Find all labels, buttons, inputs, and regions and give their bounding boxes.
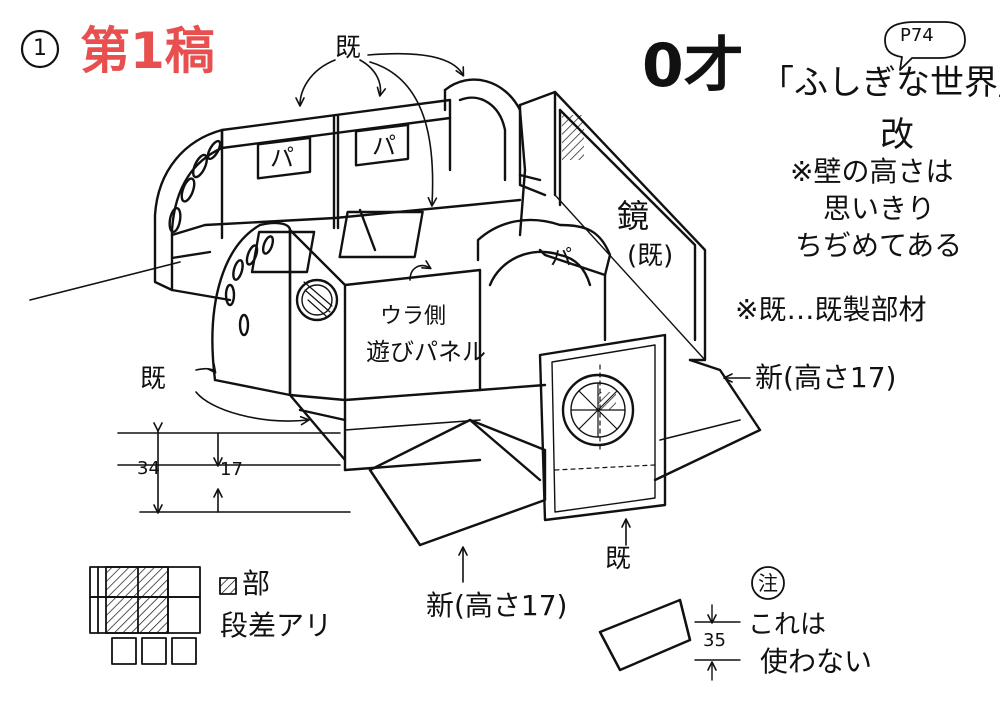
left-round-wall — [153, 128, 224, 292]
ramp — [368, 418, 547, 547]
dimension-35: 35 — [703, 630, 726, 651]
label-papa-arch: パ — [550, 246, 573, 271]
page-ref: P74 — [900, 25, 934, 46]
label-new-right: 新(高さ17) — [755, 361, 897, 394]
legend-hatched-label: 部 — [242, 567, 271, 600]
age-label: 0才 — [642, 31, 744, 101]
label-existing-bottom: 既 — [605, 544, 632, 574]
legend-grid — [89, 566, 237, 665]
new-floor-right — [653, 358, 762, 482]
floor-pad-1 — [250, 230, 316, 274]
note-line1: これは — [748, 610, 827, 640]
mirror-hatch — [562, 115, 584, 160]
legend-hatch-swatch — [219, 577, 237, 595]
circled-number: 1 — [33, 36, 47, 61]
wall-note-line1: ※壁の高さは — [790, 155, 954, 188]
existing-legend-note: ※既…既製部材 — [735, 293, 927, 326]
legend-step-label: 段差アリ — [220, 609, 333, 642]
door-window — [561, 373, 635, 447]
papa-panel-right — [354, 123, 410, 167]
note-badge-circle — [751, 566, 785, 600]
label-mirror: 鏡 — [617, 197, 650, 235]
front-round-wall — [211, 221, 292, 397]
floor-pad-2 — [338, 210, 424, 259]
central-base — [288, 383, 547, 472]
dimension-lines — [153, 422, 223, 514]
label-arrows — [195, 52, 751, 583]
porthole — [295, 278, 339, 322]
wall-note-line3: ちぢめてある — [795, 229, 963, 262]
right-mirror-wall — [518, 90, 707, 362]
revised-label: 改 — [880, 115, 914, 155]
papa-panel-left — [256, 136, 312, 180]
dimension-17: 17 — [220, 459, 243, 480]
label-new-bottom: 新(高さ17) — [426, 589, 568, 622]
note-line2: 使わない — [760, 645, 873, 678]
draft-title: 第1稿 — [80, 22, 215, 80]
door-panel — [538, 333, 667, 522]
label-back-panel-1: ウラ側 — [380, 304, 447, 329]
book-title: 「ふしぎな世界」 — [760, 63, 1000, 103]
label-existing-top: 既 — [335, 33, 362, 63]
wedge-block — [598, 566, 785, 681]
number-circle — [20, 29, 60, 69]
label-papa-left: パ — [270, 144, 294, 172]
arch-gate-front — [476, 218, 612, 342]
wall-note-line2: 思いきり — [823, 192, 936, 225]
page-ref-bubble — [884, 21, 966, 71]
label-papa-right: パ — [372, 132, 396, 160]
label-mirror-existing: (既) — [627, 241, 674, 271]
label-existing-left: 既 — [140, 364, 167, 394]
label-back-panel-2: 遊びパネル — [366, 338, 486, 366]
dimension-34: 34 — [137, 458, 160, 479]
note-badge: 注 — [758, 571, 778, 595]
